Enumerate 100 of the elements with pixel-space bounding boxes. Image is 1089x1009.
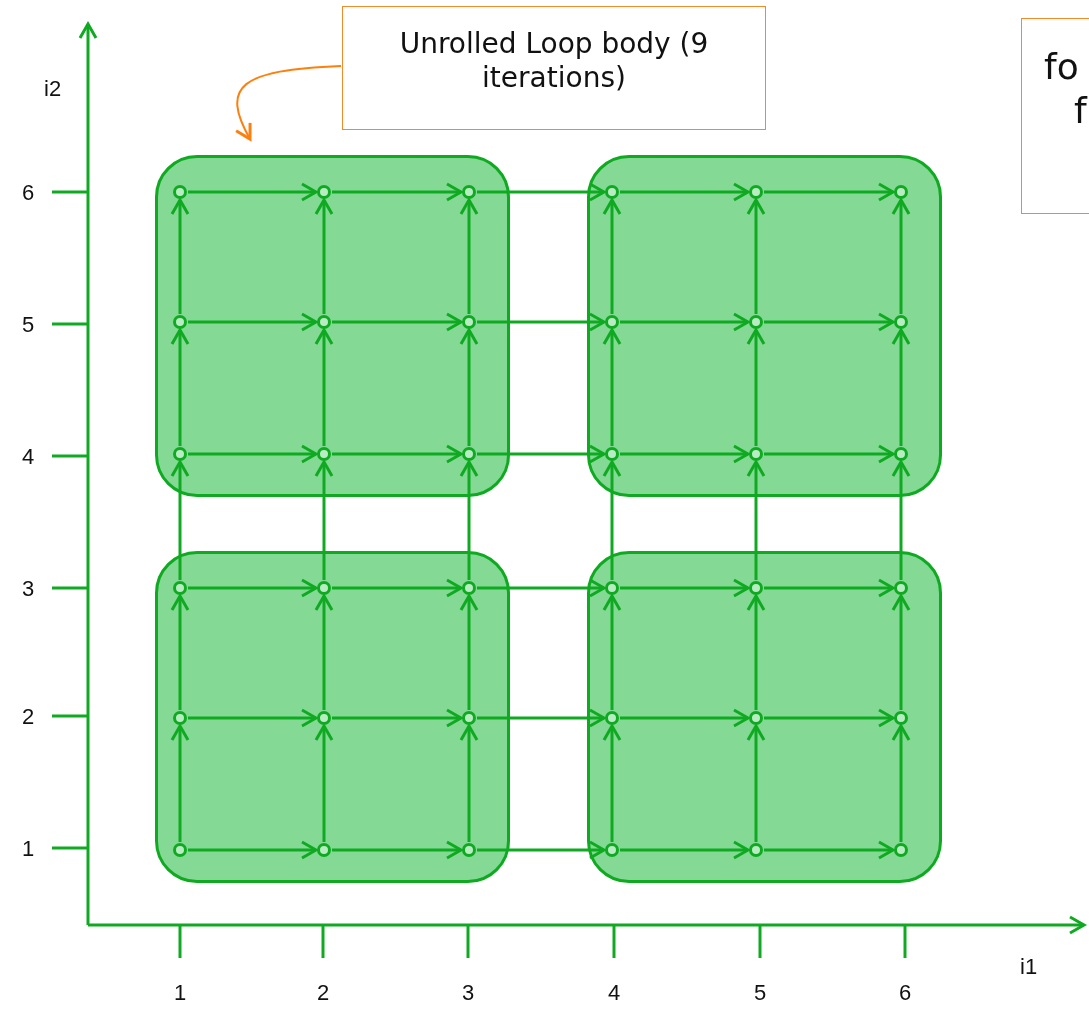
dependence-arrow bbox=[188, 444, 318, 464]
iteration-point bbox=[462, 447, 476, 461]
dependence-arrow bbox=[746, 594, 766, 710]
dependence-arrow bbox=[314, 460, 334, 580]
dependence-arrow bbox=[602, 594, 622, 710]
unrolled-tile bbox=[155, 551, 510, 883]
dependence-arrow bbox=[332, 312, 463, 332]
iteration-point bbox=[317, 315, 331, 329]
iteration-point bbox=[462, 581, 476, 595]
dependence-arrow bbox=[459, 328, 479, 446]
iteration-point bbox=[894, 185, 908, 199]
dependence-arrow bbox=[891, 594, 911, 710]
iteration-point bbox=[173, 711, 187, 725]
dependence-arrow bbox=[620, 444, 750, 464]
iteration-point bbox=[605, 315, 619, 329]
dependence-arrow bbox=[764, 182, 895, 202]
dependence-arrow bbox=[764, 840, 895, 860]
dependence-arrow bbox=[188, 708, 318, 728]
iteration-point bbox=[317, 185, 331, 199]
dependence-arrow bbox=[764, 578, 895, 598]
dependence-arrow bbox=[891, 328, 911, 446]
dependence-arrow bbox=[170, 198, 190, 314]
dependence-arrow bbox=[332, 840, 463, 860]
tick-label: 5 bbox=[754, 982, 767, 1004]
iteration-point bbox=[605, 711, 619, 725]
axis-label: i1 bbox=[1020, 956, 1038, 978]
iteration-point bbox=[749, 447, 763, 461]
dependence-arrow bbox=[764, 708, 895, 728]
unrolled-tile bbox=[155, 155, 510, 497]
dependence-arrow bbox=[170, 724, 190, 842]
iteration-point bbox=[894, 315, 908, 329]
iteration-point bbox=[894, 711, 908, 725]
tick-label: 1 bbox=[174, 982, 187, 1004]
dependence-arrow bbox=[459, 198, 479, 314]
iteration-point bbox=[749, 711, 763, 725]
dependence-arrow bbox=[188, 312, 318, 332]
dependence-arrow bbox=[764, 312, 895, 332]
leader-arrow bbox=[234, 65, 342, 141]
dependence-arrow bbox=[602, 198, 622, 314]
iteration-point bbox=[749, 315, 763, 329]
iteration-point bbox=[317, 581, 331, 595]
dependence-arrow bbox=[170, 460, 190, 580]
iteration-point bbox=[173, 185, 187, 199]
tick-label: 5 bbox=[22, 314, 35, 336]
tick-label: 4 bbox=[608, 982, 621, 1004]
dependence-arrow bbox=[459, 594, 479, 710]
iteration-point bbox=[173, 843, 187, 857]
iteration-point bbox=[462, 711, 476, 725]
dependence-arrow bbox=[314, 724, 334, 842]
iteration-point bbox=[462, 315, 476, 329]
dependence-arrow bbox=[891, 198, 911, 314]
dependence-arrow bbox=[170, 594, 190, 710]
dependence-arrow bbox=[314, 594, 334, 710]
iteration-point bbox=[462, 843, 476, 857]
dependence-arrow bbox=[477, 444, 606, 464]
dependence-arrow bbox=[746, 198, 766, 314]
dependence-arrow bbox=[477, 578, 606, 598]
dependence-arrow bbox=[620, 578, 750, 598]
unrolled-tile bbox=[587, 551, 942, 883]
dependence-arrow bbox=[620, 708, 750, 728]
dependence-arrow bbox=[477, 312, 606, 332]
dependence-arrow bbox=[188, 840, 318, 860]
iteration-point bbox=[317, 447, 331, 461]
callout-box bbox=[1021, 18, 1089, 214]
tick-label: 2 bbox=[317, 982, 330, 1004]
iteration-point bbox=[605, 447, 619, 461]
dependence-arrow bbox=[332, 708, 463, 728]
dependence-arrow bbox=[332, 444, 463, 464]
iteration-point bbox=[894, 447, 908, 461]
dependence-arrow bbox=[602, 460, 622, 580]
dependence-arrow bbox=[477, 840, 606, 860]
dependence-arrow bbox=[477, 708, 606, 728]
dependence-arrow bbox=[459, 460, 479, 580]
iteration-point bbox=[749, 843, 763, 857]
dependence-arrow bbox=[746, 460, 766, 580]
iteration-point bbox=[462, 185, 476, 199]
dependence-arrow bbox=[188, 578, 318, 598]
iteration-point bbox=[749, 581, 763, 595]
dependence-arrow bbox=[477, 182, 606, 202]
unrolled-tile bbox=[587, 155, 942, 497]
callout-text: f bbox=[1074, 93, 1087, 129]
dependence-arrow bbox=[891, 460, 911, 580]
dependence-arrow bbox=[314, 328, 334, 446]
dependence-arrow bbox=[746, 724, 766, 842]
dependence-arrow bbox=[332, 578, 463, 598]
dependence-arrow bbox=[746, 328, 766, 446]
iteration-point bbox=[894, 581, 908, 595]
dependence-arrow bbox=[170, 328, 190, 446]
iteration-point bbox=[173, 315, 187, 329]
callout-text: Unrolled Loop body (9 iterations) bbox=[398, 27, 710, 95]
dependence-arrow bbox=[891, 724, 911, 842]
dependence-arrow bbox=[620, 182, 750, 202]
tick-label: 4 bbox=[22, 446, 35, 468]
tick-label: 1 bbox=[22, 838, 35, 860]
tick-label: 3 bbox=[462, 982, 475, 1004]
iteration-point bbox=[605, 185, 619, 199]
tick-label: 3 bbox=[22, 578, 35, 600]
dependence-arrow bbox=[314, 198, 334, 314]
dependence-arrow bbox=[764, 444, 895, 464]
iteration-point bbox=[605, 581, 619, 595]
